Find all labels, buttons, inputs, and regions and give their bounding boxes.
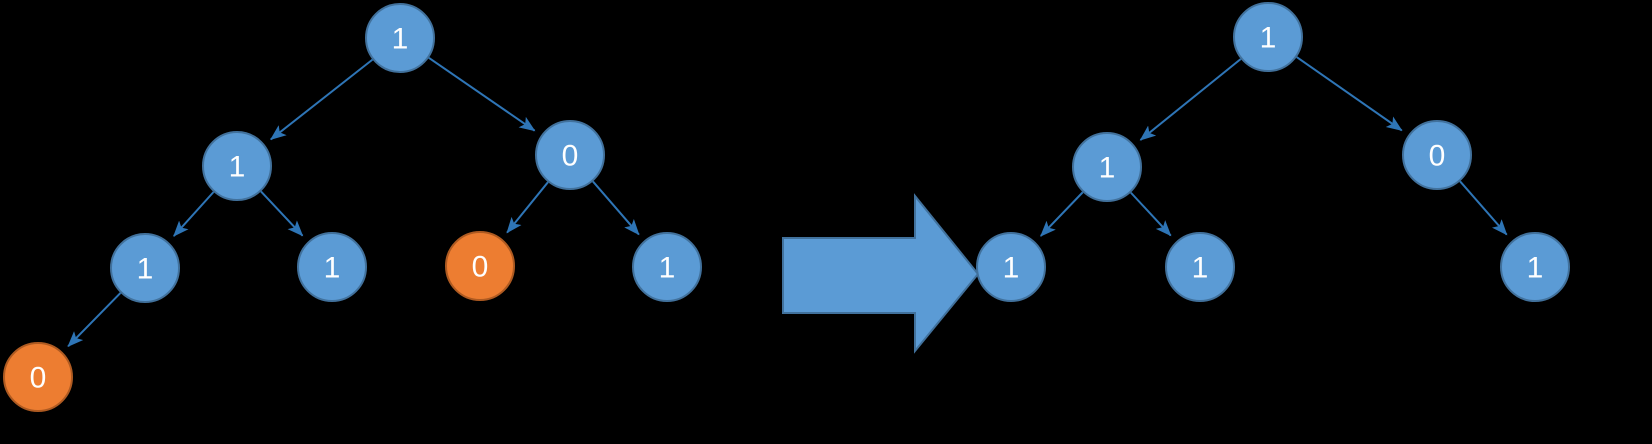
tree-edge — [173, 191, 215, 237]
tree-node[interactable]: 1 — [202, 131, 272, 201]
node-circle — [365, 3, 435, 73]
tree-edge — [1130, 191, 1172, 237]
tree-edge — [67, 292, 122, 348]
tree-edge — [260, 190, 304, 237]
node-circle — [297, 232, 367, 302]
edges-layer — [67, 56, 1508, 348]
node-circle — [202, 131, 272, 201]
node-circle-highlight — [3, 342, 73, 412]
tree-node[interactable]: 1 — [1165, 232, 1235, 302]
tree-edge — [1296, 56, 1403, 132]
node-circle — [632, 232, 702, 302]
tree-node[interactable]: 0 — [445, 231, 515, 301]
tree-edge — [270, 58, 374, 141]
node-circle — [1072, 132, 1142, 202]
node-circle-highlight — [445, 231, 515, 301]
node-circle — [1402, 120, 1472, 190]
tree-edge — [1459, 180, 1508, 236]
tree-node[interactable]: 1 — [365, 3, 435, 73]
tree-edge — [506, 181, 549, 234]
node-circle — [1165, 232, 1235, 302]
node-circle — [1500, 232, 1570, 302]
tree-node[interactable]: 1 — [110, 233, 180, 303]
node-circle — [110, 233, 180, 303]
tree-edge — [1040, 191, 1084, 237]
tree-node[interactable]: 0 — [535, 120, 605, 190]
tree-node[interactable]: 0 — [3, 342, 73, 412]
tree-node[interactable]: 1 — [297, 232, 367, 302]
tree-edge — [1139, 58, 1242, 141]
tree-node[interactable]: 1 — [632, 232, 702, 302]
transform-arrow-icon — [782, 193, 980, 354]
tree-edge — [592, 180, 640, 236]
tree-node[interactable]: 1 — [1500, 232, 1570, 302]
node-circle — [976, 232, 1046, 302]
tree-node[interactable]: 1 — [1072, 132, 1142, 202]
tree-node[interactable]: 0 — [1402, 120, 1472, 190]
tree-node[interactable]: 1 — [1233, 2, 1303, 72]
tree-edge — [428, 57, 536, 132]
transform-arrow-layer — [782, 193, 980, 354]
node-circle — [535, 120, 605, 190]
node-circle — [1233, 2, 1303, 72]
tree-node[interactable]: 1 — [976, 232, 1046, 302]
